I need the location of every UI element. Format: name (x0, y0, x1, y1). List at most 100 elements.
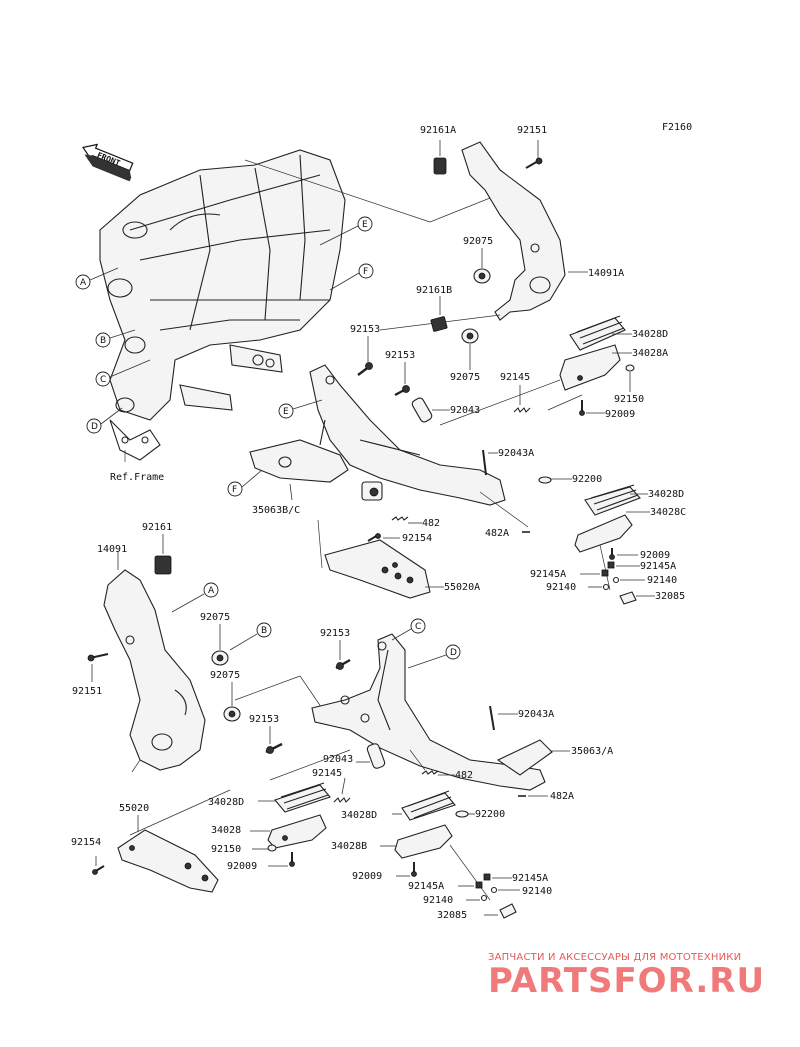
washer-92150-lower (267, 844, 277, 852)
label-92151: 92151 (517, 125, 547, 136)
bolt-92153-upper-b (394, 385, 410, 397)
callout-d: D (91, 422, 98, 432)
washer-92150-upper (625, 364, 635, 372)
callout-a-lower: A (208, 586, 215, 596)
label-92145a-upper-right: 92145A (640, 561, 676, 572)
label-92150-upper: 92150 (614, 394, 644, 405)
rubber-damper-92161b (430, 316, 448, 332)
spring-92145-lower (333, 797, 351, 803)
pin-32085-upper (619, 591, 637, 605)
footpeg-34028a-upper (559, 344, 621, 391)
label-92145a-upper-left: 92145A (530, 569, 566, 580)
label-92043a-lower: 92043A (518, 709, 554, 720)
label-55020: 55020 (119, 803, 149, 814)
label-92145a-lower-right: 92145A (512, 873, 548, 884)
label-92153-lower-a: 92153 (320, 628, 350, 639)
label-92140-lower-right: 92140 (522, 886, 552, 897)
diagram-code: F2160 (662, 122, 692, 133)
rubber-damper-92161a (433, 157, 447, 175)
watermark: ЗАПЧАСТИ И АКСЕССУАРЫ ДЛЯ МОТОТЕХНИКИ PA… (488, 952, 788, 999)
footpeg-rubber-34028d-upper-rear (584, 484, 641, 516)
label-92140-upper-right: 92140 (647, 575, 677, 586)
label-34028c: 34028C (650, 507, 686, 518)
label-92043-upper: 92043 (450, 405, 480, 416)
spring-482-lower (421, 770, 439, 775)
label-92161b: 92161B (416, 285, 452, 296)
screw-92009-upper-rear (609, 548, 615, 560)
label-92200-upper: 92200 (572, 474, 602, 485)
screw-92009-lower-left (289, 852, 295, 867)
bolt-92153-lower-a (335, 658, 351, 670)
label-55020a: 55020A (444, 582, 480, 593)
label-14091a: 14091A (588, 268, 624, 279)
spring-92145a-upper (601, 561, 615, 577)
callout-e: E (362, 220, 368, 230)
footpeg-holder-35063bc (309, 364, 506, 506)
label-14091: 14091 (97, 544, 127, 555)
label-92009-lower-right: 92009 (352, 871, 382, 882)
label-92161a: 92161A (420, 125, 456, 136)
label-92151-lower: 92151 (72, 686, 102, 697)
label-92075-second: 92075 (450, 372, 480, 383)
bolt-92151-lower (87, 653, 109, 662)
screw-92009-upper (579, 400, 585, 416)
label-92153-upper-b: 92153 (385, 350, 415, 361)
bolt-92153-lower-b (265, 742, 283, 754)
front-arrow-icon: FRONT (82, 143, 134, 182)
label-34028b: 34028B (331, 841, 367, 852)
pin-92043-upper (411, 397, 433, 423)
label-92043-lower: 92043 (323, 754, 353, 765)
label-92161: 92161 (142, 522, 172, 533)
label-92153-upper-a: 92153 (350, 324, 380, 335)
pivot-block (361, 481, 383, 501)
frame-drawing (99, 149, 346, 461)
collar-92075-lower-a (211, 650, 229, 666)
watermark-subtitle: ЗАПЧАСТИ И АКСЕССУАРЫ ДЛЯ МОТОТЕХНИКИ (488, 952, 742, 963)
label-92140-lower-left: 92140 (423, 895, 453, 906)
label-92153-lower-b: 92153 (249, 714, 279, 725)
label-92150-lower: 92150 (211, 844, 241, 855)
callout-f: F (363, 267, 368, 277)
pin-92140-lower-left (480, 894, 488, 902)
spring-92145-upper (513, 407, 531, 413)
label-34028d-lower-right: 34028D (341, 810, 377, 821)
rubber-damper-92161 (154, 555, 172, 575)
label-92075-lower-a: 92075 (200, 612, 230, 623)
footpeg-rubber-34028d-upper (569, 315, 626, 351)
label-92009-lower-left: 92009 (227, 861, 257, 872)
label-34028d-lower-left: 34028D (208, 797, 244, 808)
ref-frame-label: Ref.Frame (110, 472, 164, 483)
pin-92140-lower-right (490, 886, 498, 894)
pin-92043a-lower (489, 705, 495, 731)
spring-482-upper (391, 516, 409, 521)
pin-32085-lower (499, 903, 517, 919)
label-92145-upper: 92145 (500, 372, 530, 383)
label-92154-lower: 92154 (71, 837, 101, 848)
label-92154-upper: 92154 (402, 533, 432, 544)
washer-92200-upper (538, 476, 552, 484)
callout-a: A (80, 278, 87, 288)
label-32085-upper: 32085 (655, 591, 685, 602)
spring-92145a-lower (475, 873, 491, 889)
callout-d-lower: D (450, 648, 457, 658)
bolt-92153-upper-a (357, 362, 373, 376)
footpeg-34028c (574, 514, 633, 553)
label-92200-lower: 92200 (475, 809, 505, 820)
label-92009-upper-rear: 92009 (640, 550, 670, 561)
pin-92140-upper-left (602, 583, 610, 591)
callout-b-lower: B (261, 626, 267, 636)
label-482-upper: 482 (422, 518, 440, 529)
label-92009-upper: 92009 (605, 409, 635, 420)
heel-guard-55020a (324, 539, 431, 599)
screw-92154-lower (92, 865, 105, 875)
collar-92075-upper (473, 268, 491, 284)
screw-92154-upper (367, 533, 381, 542)
label-92145-lower: 92145 (312, 768, 342, 779)
label-482a-upper: 482A (485, 528, 509, 539)
callout-c-lower: C (415, 622, 421, 632)
label-482a-lower: 482A (550, 791, 574, 802)
bracket-14091a (461, 141, 566, 321)
collar-92075-second (461, 328, 479, 344)
footpeg-rubber-34028d-lower-right (401, 790, 456, 821)
